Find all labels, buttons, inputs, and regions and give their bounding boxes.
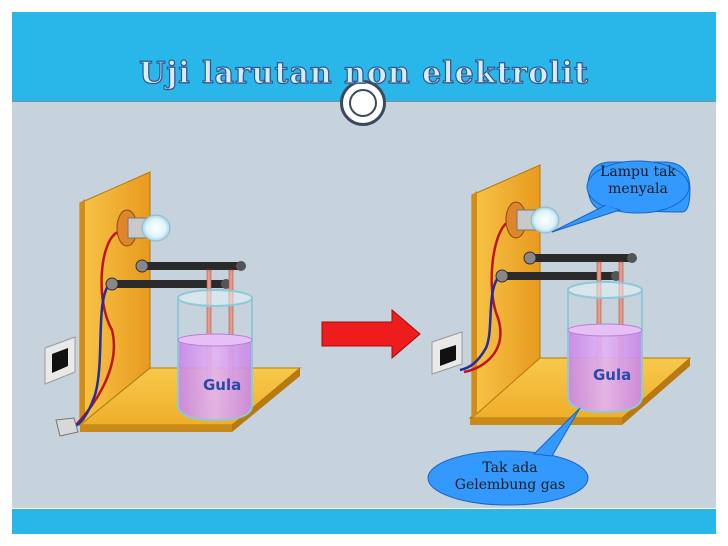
- callout-lamp-line2: menyala: [608, 181, 668, 197]
- callout-lamp-bubble: [551, 160, 691, 233]
- footer-band: [12, 509, 716, 534]
- callout-lamp-text: Lampu tak menyala: [588, 164, 688, 198]
- right-wall-socket: [431, 331, 463, 375]
- right-beaker: [567, 281, 643, 414]
- light-bulb-icon: [505, 201, 560, 239]
- callout-gas-bubble: [427, 407, 589, 506]
- left-beaker-label: Gula: [203, 376, 242, 394]
- decorative-ring-inner: [349, 89, 377, 117]
- left-wall-socket: [44, 336, 76, 385]
- left-electrode-holder: [105, 259, 246, 391]
- callout-gas-line1: Tak ada: [482, 460, 538, 476]
- right-apparatus: [431, 164, 692, 425]
- callout-lamp-line1: Lampu tak: [600, 164, 676, 180]
- right-beaker-label: Gula: [593, 366, 632, 384]
- right-electrode-holder: [495, 251, 637, 383]
- left-beaker: [177, 289, 253, 422]
- callout-gas-line2: Gelembung gas: [454, 477, 566, 493]
- callout-gas-text: Tak ada Gelembung gas: [430, 460, 590, 494]
- right-arrow-icon: [321, 308, 421, 360]
- slide-title: Uji larutan non elektrolit: [139, 55, 589, 91]
- left-apparatus: [44, 171, 302, 437]
- light-bulb-icon: [116, 209, 171, 247]
